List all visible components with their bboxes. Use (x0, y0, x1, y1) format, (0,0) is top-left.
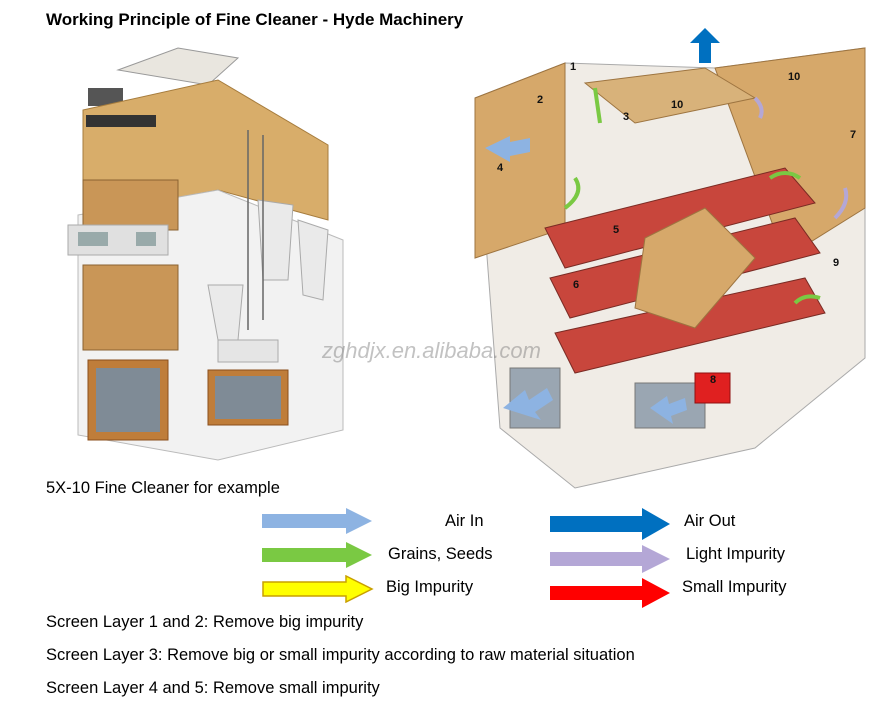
screen-layer-note: Screen Layer 3: Remove big or small impu… (46, 646, 635, 664)
cutaway-label: 4 (497, 162, 504, 174)
air-in-arrow-icon (262, 508, 372, 534)
legend-label-light-impurity: Light Impurity (686, 545, 786, 563)
screen-layer-note: Screen Layer 1 and 2: Remove big impurit… (46, 613, 364, 631)
big-impurity-arrow-icon (262, 575, 374, 603)
legend-label-big-impurity: Big Impurity (386, 578, 474, 596)
cutaway-label: 3 (623, 111, 629, 123)
legend-label-air-in: Air In (445, 512, 484, 530)
screen-layer-note: Screen Layer 4 and 5: Remove small impur… (46, 679, 380, 697)
air-out-arrow-icon (550, 508, 670, 540)
cutaway-label: 2 (537, 94, 543, 106)
grains-seeds-arrow-icon (262, 542, 372, 568)
cutaway-label: 1 (570, 61, 576, 73)
legend-label-air-out: Air Out (684, 512, 736, 530)
legend-label-small-impurity: Small Impurity (682, 578, 787, 596)
cutaway-label: 9 (833, 257, 839, 269)
cutaway-diagram: 1 2 3 4 5 6 7 8 9 10 10 (474, 28, 866, 489)
cutaway-label: 6 (573, 279, 579, 291)
machine-model-caption: 5X-10 Fine Cleaner for example (46, 479, 280, 497)
fine-cleaner-machine-image (67, 47, 344, 461)
small-impurity-arrow-icon (550, 578, 670, 608)
watermark: zghdjx.en.alibaba.com (322, 338, 541, 363)
cutaway-label: 10 (671, 99, 683, 111)
page-title: Working Principle of Fine Cleaner - Hyde… (46, 10, 464, 29)
cutaway-label: 10 (788, 71, 800, 83)
legend-label-grains-seeds: Grains, Seeds (388, 545, 493, 563)
cutaway-label: 8 (710, 374, 716, 386)
cutaway-label: 7 (850, 129, 856, 141)
light-impurity-arrow-icon (550, 545, 670, 573)
cutaway-label: 5 (613, 224, 619, 236)
